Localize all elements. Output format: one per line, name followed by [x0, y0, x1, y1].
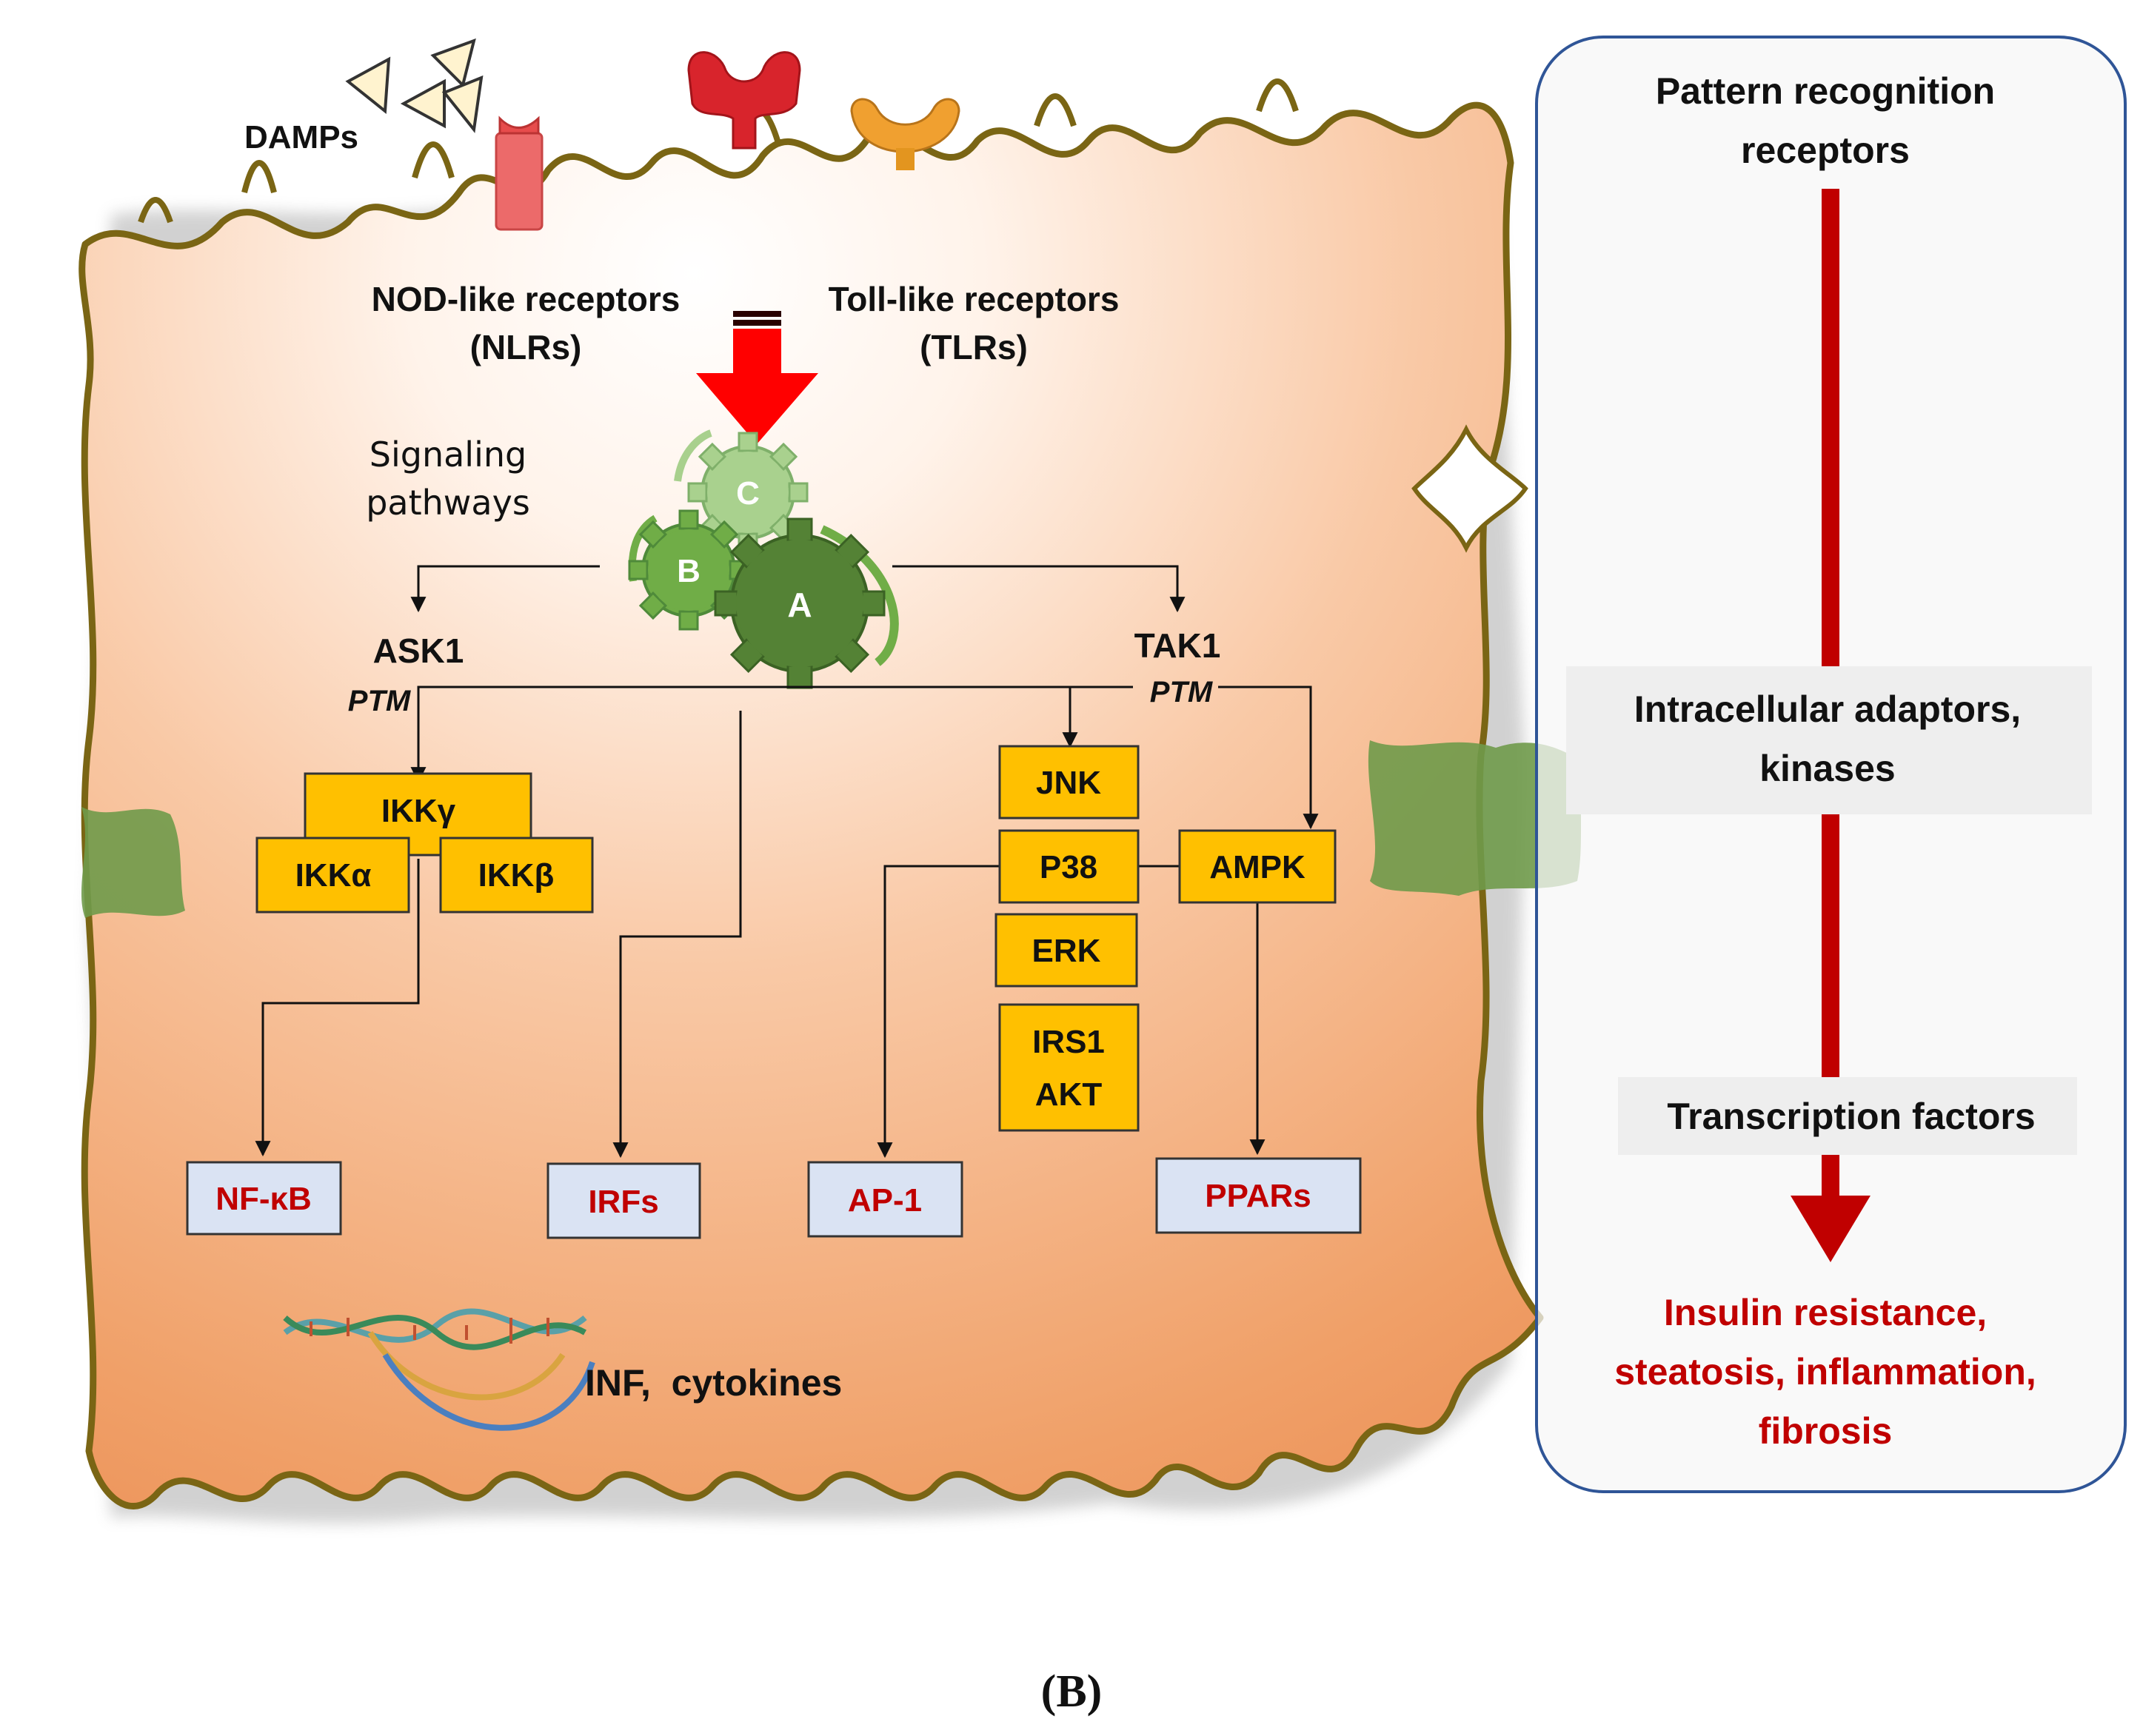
gear-c-label: C	[736, 475, 760, 512]
step2-line1: Intracellular adaptors,	[1634, 688, 2021, 730]
tak1-label: TAK1	[1134, 626, 1221, 665]
junction-right	[1368, 740, 1585, 896]
cell-membrane	[78, 101, 1544, 1509]
ap1-box: AP-1	[807, 1161, 963, 1238]
step1-line1: Pattern recognition	[1656, 70, 1995, 112]
step1-line2: receptors	[1741, 130, 1910, 171]
cell-junctions	[81, 424, 1585, 918]
step3-label: Transcription factors	[1667, 1096, 2035, 1137]
ask1-ptm-label: PTM	[348, 685, 412, 717]
side-panel-bar3	[1822, 1151, 1839, 1203]
ppars-label: PPARs	[1205, 1178, 1311, 1214]
gear-a-icon: A	[714, 517, 886, 689]
receptor-activation-arrow	[696, 311, 818, 444]
p38-label: P38	[1040, 849, 1097, 885]
erk-label: ERK	[1032, 933, 1101, 969]
cytokines-label: INF, cytokines	[585, 1362, 842, 1404]
step3-band	[1618, 1077, 2077, 1155]
outcome-line1: Insulin resistance,	[1664, 1292, 1987, 1333]
nlr-receptor-icon	[495, 115, 544, 231]
ampk-box: AMPK	[1178, 829, 1337, 904]
tlr-receptor-icon-red	[687, 51, 801, 150]
panel-label: (B)	[1041, 1666, 1103, 1717]
jnk-label: JNK	[1036, 765, 1101, 801]
ikk-beta-label: IKKβ	[478, 857, 555, 894]
nlr-label-line1: NOD-like receptors	[372, 280, 681, 318]
cell-body	[78, 101, 1544, 1524]
step2-line2: kinases	[1759, 748, 1895, 789]
ikk-alpha-label: IKKα	[295, 857, 372, 894]
gear-b-icon: B	[628, 509, 749, 631]
junction-left	[81, 807, 185, 918]
signaling-label-line2: pathways	[366, 483, 530, 523]
ap1-label: AP-1	[848, 1182, 922, 1219]
ikk-alpha-box: IKKα	[255, 837, 410, 914]
kinase-boxes: IKKγ IKKα IKKβ JNK P38 ERK IRS1 AKT	[255, 745, 1337, 1132]
damps-triangles	[345, 38, 484, 133]
tak1-ptm-label: PTM	[1150, 676, 1214, 708]
irs1-label: IRS1	[1032, 1024, 1105, 1060]
irfs-box: IRFs	[546, 1162, 701, 1239]
side-panel-bar1	[1822, 189, 1839, 670]
step2-band	[1566, 666, 2092, 814]
gear-rotation-arrow-c	[674, 429, 712, 482]
side-panel-arrowhead	[1791, 1196, 1870, 1262]
signaling-label-line1: Signaling	[370, 435, 526, 475]
damps-label: DAMPs	[244, 119, 358, 155]
akt-label: AKT	[1035, 1076, 1103, 1113]
ikk-beta-box: IKKβ	[439, 837, 594, 914]
signaling-gears: C B A	[628, 429, 899, 689]
ikk-gamma-label: IKKγ	[381, 793, 456, 829]
p38-box: P38	[998, 829, 1140, 904]
side-panel-bar2	[1822, 814, 1839, 1077]
irs1-akt-box: IRS1 AKT	[998, 1003, 1140, 1132]
irfs-label: IRFs	[588, 1184, 658, 1220]
nfkb-label: NF-κB	[215, 1181, 312, 1217]
junction-gap	[1411, 424, 1528, 553]
side-panel: Pattern recognition receptors Intracellu…	[1535, 36, 2127, 1493]
jnk-box: JNK	[998, 745, 1140, 820]
tlr-receptor-icon-orange	[850, 98, 960, 170]
tlr-label-line2: (TLRs)	[920, 328, 1028, 366]
gear-b-label: B	[677, 553, 701, 589]
pathway-connectors	[255, 565, 1319, 1159]
gear-a-label: A	[787, 586, 812, 624]
tlr-label-line1: Toll-like receptors	[829, 280, 1120, 318]
outcome-line3: fibrosis	[1759, 1410, 1893, 1452]
ask1-label: ASK1	[373, 631, 464, 670]
dna-icon	[283, 1308, 595, 1431]
outcome-line2: steatosis, inflammation,	[1614, 1351, 2036, 1393]
nlr-label-line2: (NLRs)	[470, 328, 582, 366]
erk-box: ERK	[994, 913, 1138, 988]
ppars-box: PPARs	[1155, 1157, 1362, 1234]
ampk-label: AMPK	[1209, 849, 1305, 885]
transcription-factor-boxes: NF-κB IRFs AP-1 PPARs	[186, 1157, 1362, 1239]
nfkb-box: NF-κB	[186, 1161, 342, 1236]
